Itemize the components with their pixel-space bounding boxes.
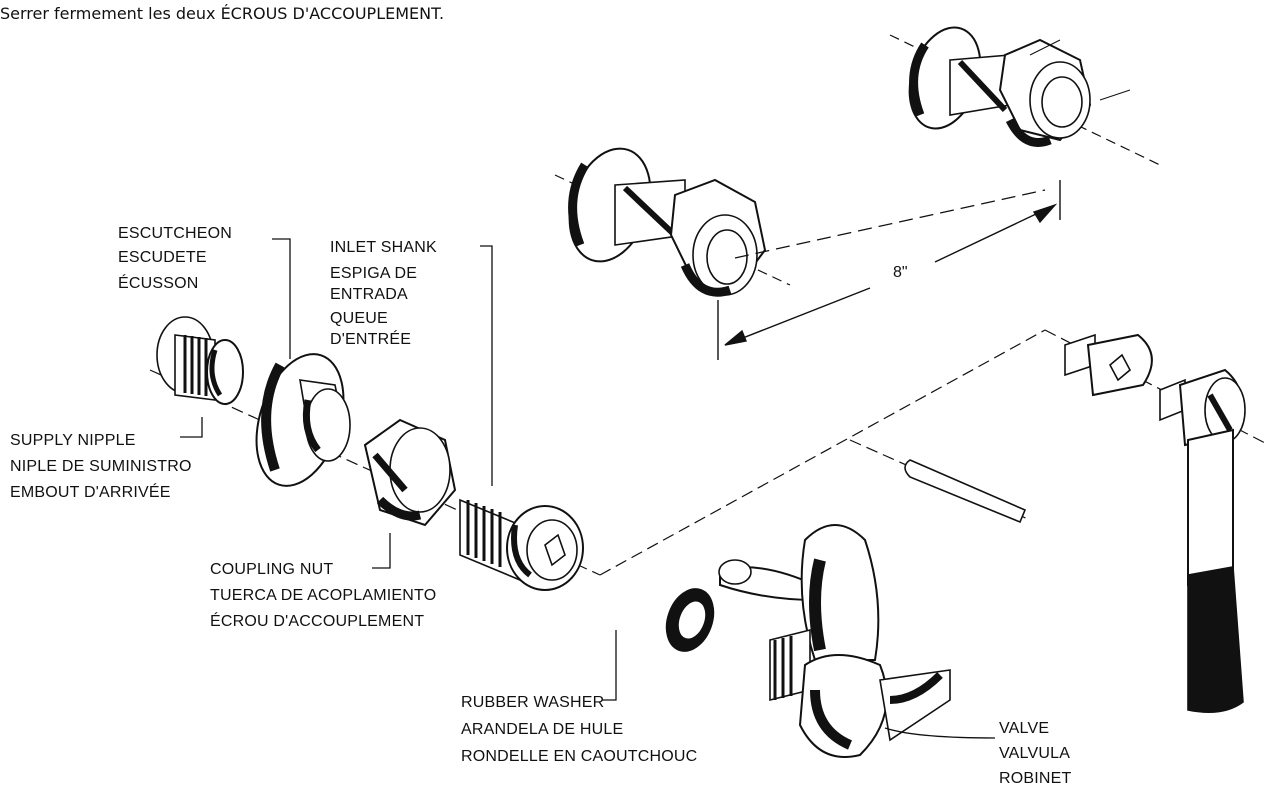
escutcheon-part <box>255 353 351 487</box>
label-coupling-nut-en: COUPLING NUT <box>210 561 334 578</box>
dimension-marker <box>717 180 1061 360</box>
label-inlet-shank-es1: ESPIGA DE <box>330 265 418 282</box>
label-leaders <box>180 238 996 739</box>
rubber-washer-part <box>665 588 715 652</box>
label-valve-en: VALVE <box>999 720 1050 737</box>
label-inlet-shank-es2: ENTRADA <box>330 286 408 303</box>
label-inlet-shank-fr2: D'ENTRÉE <box>330 331 412 348</box>
label-supply-nipple-en: SUPPLY NIPPLE <box>10 432 136 449</box>
label-supply-nipple-fr: EMBOUT D'ARRIVÉE <box>10 484 171 501</box>
label-coupling-nut: COUPLING NUT TUERCA DE ACOPLAMIENTO ÉCRO… <box>210 559 436 632</box>
socket-wrench-tool <box>1064 333 1246 713</box>
label-escutcheon: ESCUTCHEON ESCUDETE ÉCUSSON <box>118 223 232 294</box>
label-valve: VALVE VALVULA ROBINET <box>999 718 1072 789</box>
coupling-nut-part <box>363 418 457 527</box>
label-rubber-washer-fr: RONDELLE EN CAOUTCHOUC <box>461 748 698 765</box>
label-supply-nipple: SUPPLY NIPPLE NIPLE DE SUMINISTRO EMBOUT… <box>10 430 192 503</box>
label-escutcheon-en: ESCUTCHEON <box>118 225 233 242</box>
label-inlet-shank-en: INLET SHANK <box>330 239 437 256</box>
screwdriver-tool <box>904 459 1027 524</box>
label-rubber-washer-en: RUBBER WASHER <box>461 694 605 711</box>
valve-part <box>718 524 951 758</box>
installed-stub-left <box>554 147 791 297</box>
label-coupling-nut-fr: ÉCROU D'ACCOUPLEMENT <box>210 613 425 630</box>
label-valve-es: VALVULA <box>999 745 1071 762</box>
label-inlet-shank-fr1: QUEUE <box>330 310 388 327</box>
label-rubber-washer-es: ARANDELA DE HULE <box>461 721 624 738</box>
label-escutcheon-es: ESCUDETE <box>118 249 207 266</box>
label-rubber-washer: RUBBER WASHER ARANDELA DE HULE RONDELLE … <box>461 692 697 767</box>
supply-nipple-part <box>156 316 244 405</box>
label-supply-nipple-es: NIPLE DE SUMINISTRO <box>10 458 192 475</box>
installed-stub-right <box>889 26 1161 166</box>
label-coupling-nut-es: TUERCA DE ACOPLAMIENTO <box>210 587 437 604</box>
label-valve-fr: ROBINET <box>999 770 1072 787</box>
instruction-text: Serrer fermement les deux ÉCROUS D'ACCOU… <box>0 4 445 23</box>
label-escutcheon-fr: ÉCUSSON <box>118 275 199 292</box>
label-inlet-shank: INLET SHANK ESPIGA DE ENTRADA QUEUE D'EN… <box>330 237 437 350</box>
inlet-shank-part <box>459 498 584 591</box>
dimension-label: 8" <box>893 264 908 281</box>
